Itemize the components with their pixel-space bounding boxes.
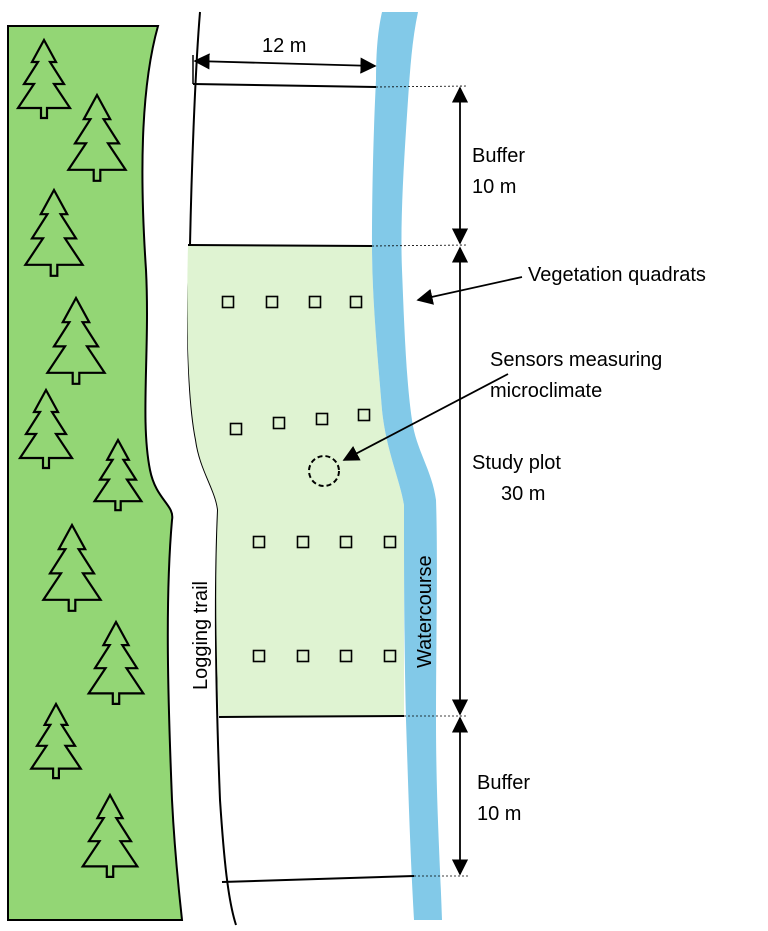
plot-boundary-top-buffer xyxy=(192,83,377,88)
plot-title: Study plot xyxy=(472,452,561,474)
tree-icon xyxy=(86,619,146,705)
quadrats-pointer-arrow xyxy=(416,276,523,305)
width-dimension-arrow xyxy=(193,53,377,74)
vegetation-quadrat xyxy=(252,649,266,663)
dash-line-2 xyxy=(371,244,469,247)
vegetation-quadrat xyxy=(308,295,322,309)
plot-boundary-bottom-buffer xyxy=(221,875,415,883)
vegetation-quadrat xyxy=(357,408,371,422)
vegetation-quadrat xyxy=(349,295,363,309)
trees xyxy=(15,37,146,878)
vegetation-quadrat xyxy=(339,649,353,663)
tree-icon xyxy=(23,187,85,277)
plot-boundary-plot-top xyxy=(187,244,373,247)
vegetation-quadrat xyxy=(339,535,353,549)
quadrats-label: Vegetation quadrats xyxy=(528,264,706,286)
sensors-label-line2: microclimate xyxy=(490,380,602,402)
buffer-bottom-length: 10 m xyxy=(477,803,521,825)
vegetation-quadrat xyxy=(221,295,235,309)
vegetation-quadrat xyxy=(252,535,266,549)
plot-boundary-plot-bottom xyxy=(218,715,405,718)
vegetation-quadrats xyxy=(221,295,397,663)
vegetation-quadrat xyxy=(383,535,397,549)
sensors-label-line1: Sensors measuring xyxy=(490,349,662,371)
trail-label: Logging trail xyxy=(190,581,212,690)
watercourse-label: Watercourse xyxy=(414,555,436,668)
vegetation-quadrat xyxy=(383,649,397,663)
plot-length: 30 m xyxy=(501,483,545,505)
study-plot-area xyxy=(187,245,404,717)
tree-icon xyxy=(92,437,144,512)
tree-icon xyxy=(17,387,75,470)
watercourse xyxy=(372,12,442,920)
sensor-circle xyxy=(308,455,340,487)
dash-line-1 xyxy=(375,85,469,88)
sensors-pointer-arrow xyxy=(342,373,509,461)
tree-icon xyxy=(29,701,83,780)
vegetation-quadrat xyxy=(272,416,286,430)
tree-icon xyxy=(41,522,103,612)
vegetation-quadrat xyxy=(229,422,243,436)
vegetation-quadrat xyxy=(315,412,329,426)
tree-icon xyxy=(15,37,73,120)
buffer-top-title: Buffer xyxy=(472,145,525,167)
forest-area xyxy=(7,25,184,921)
tree-icon xyxy=(80,792,140,878)
buffer-top-length: 10 m xyxy=(472,176,516,198)
vegetation-quadrat xyxy=(265,295,279,309)
tree-icon xyxy=(45,295,107,385)
vegetation-quadrat xyxy=(296,535,310,549)
tree-icon xyxy=(66,92,128,182)
width-label: 12 m xyxy=(262,35,306,57)
buffer-bottom-title: Buffer xyxy=(477,772,530,794)
vegetation-quadrat xyxy=(296,649,310,663)
